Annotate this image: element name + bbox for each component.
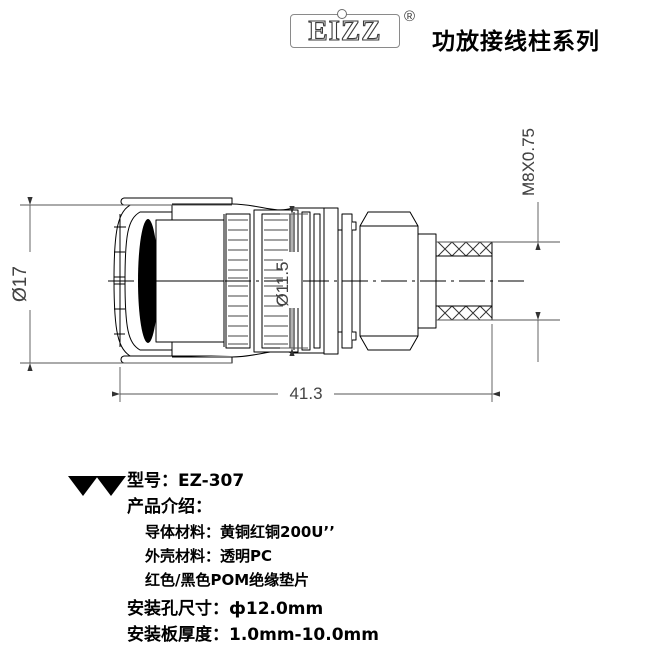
spec-line: 产品介绍：: [127, 497, 212, 517]
spec-line: 外壳材料：透明PC: [145, 547, 273, 565]
spec-line: 型号：EZ-307: [127, 471, 245, 491]
registered-trademark-icon: ®: [404, 8, 416, 25]
page-header: EIZZ ® 功放接线柱系列: [0, 0, 650, 62]
dim-label-overall-length-top: 41.3: [289, 384, 322, 403]
triangle-icon-left: [68, 476, 98, 496]
spec-line: 红色/黑色POM绝缘垫片: [145, 571, 310, 589]
bullet-triangles-icon: [68, 476, 130, 498]
spec-line-list: 型号：EZ-307 产品介绍： 导体材料：黄铜红铜200U’’ 外壳材料：透明PC 红色…: [127, 468, 627, 648]
dim-label-thread-top: M8X0.75: [519, 128, 538, 196]
spec-line: 导体材料：黄铜红铜200U’’: [145, 523, 335, 541]
logo-i-dot-icon: [337, 9, 347, 19]
technical-drawing: Ø17 Ø11.5 41.3 M8X0.75 Ø17 Ø11.5 41.3 M8…: [0, 62, 650, 462]
dim-label-shaft-diameter-top: Ø11.5: [273, 261, 292, 306]
page-title: 功放接线柱系列: [432, 29, 600, 55]
binding-post-side-view: Ø17 Ø11.5 41.3 M8X0.75 Ø17 Ø11.5 41.3 M8…: [10, 122, 560, 404]
spec-line: 安装板厚度：1.0mm-10.0mm: [127, 625, 379, 645]
brand-logo-text: EIZZ: [308, 14, 382, 47]
housing-cap: [113, 197, 233, 364]
triangle-icon-right: [96, 476, 126, 496]
spec-line: 安装孔尺寸：ф12.0mm: [127, 599, 324, 619]
dim-label-outer-diameter-top: Ø17: [10, 266, 31, 302]
